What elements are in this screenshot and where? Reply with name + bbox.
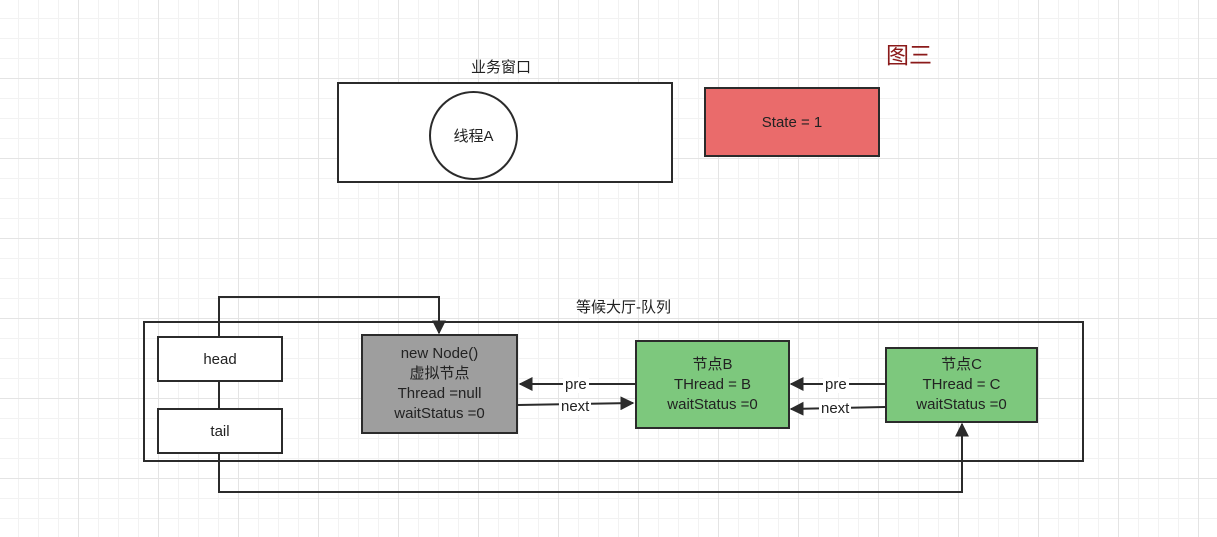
dummy-node-line: waitStatus =0 [394,405,485,422]
tail-pointer-line [218,422,969,493]
state-box: State = 1 [704,87,880,157]
node-c-line: THread = C [922,376,1001,393]
figure-label: 图三 [886,42,932,68]
node-b: 节点B THread = B waitStatus =0 [635,340,790,429]
business-window-title: 业务窗口 [471,59,532,76]
next-label-1: next [559,398,592,415]
dummy-node: new Node() 虚拟节点 Thread =null waitStatus … [361,334,518,434]
state-label: State = 1 [761,113,823,131]
thread-a-circle: 线程A [429,91,518,180]
next-label-2: next [819,400,852,417]
thread-a-label: 线程A [453,128,494,145]
node-b-line: THread = B [673,375,752,393]
queue-container [143,321,1084,462]
dummy-node-line: Thread =null [397,385,482,402]
tail-box: tail [157,408,283,454]
queue-title: 等候大厅-队列 [576,299,671,316]
dummy-node-line: new Node() [400,345,479,362]
head-box: head [157,336,283,382]
pre-label-2: pre [823,376,849,393]
node-b-line: waitStatus =0 [667,395,758,413]
head-pointer-line [218,296,446,337]
dummy-node-line: 虚拟节点 [409,365,470,382]
head-label: head [203,350,237,368]
node-c-line: 节点C [941,356,982,373]
node-c-line: waitStatus =0 [916,396,1007,413]
node-c: 节点C THread = C waitStatus =0 [885,347,1038,423]
pre-label-1: pre [563,376,589,393]
tail-label: tail [210,422,230,440]
node-b-line: 节点B [692,355,733,373]
